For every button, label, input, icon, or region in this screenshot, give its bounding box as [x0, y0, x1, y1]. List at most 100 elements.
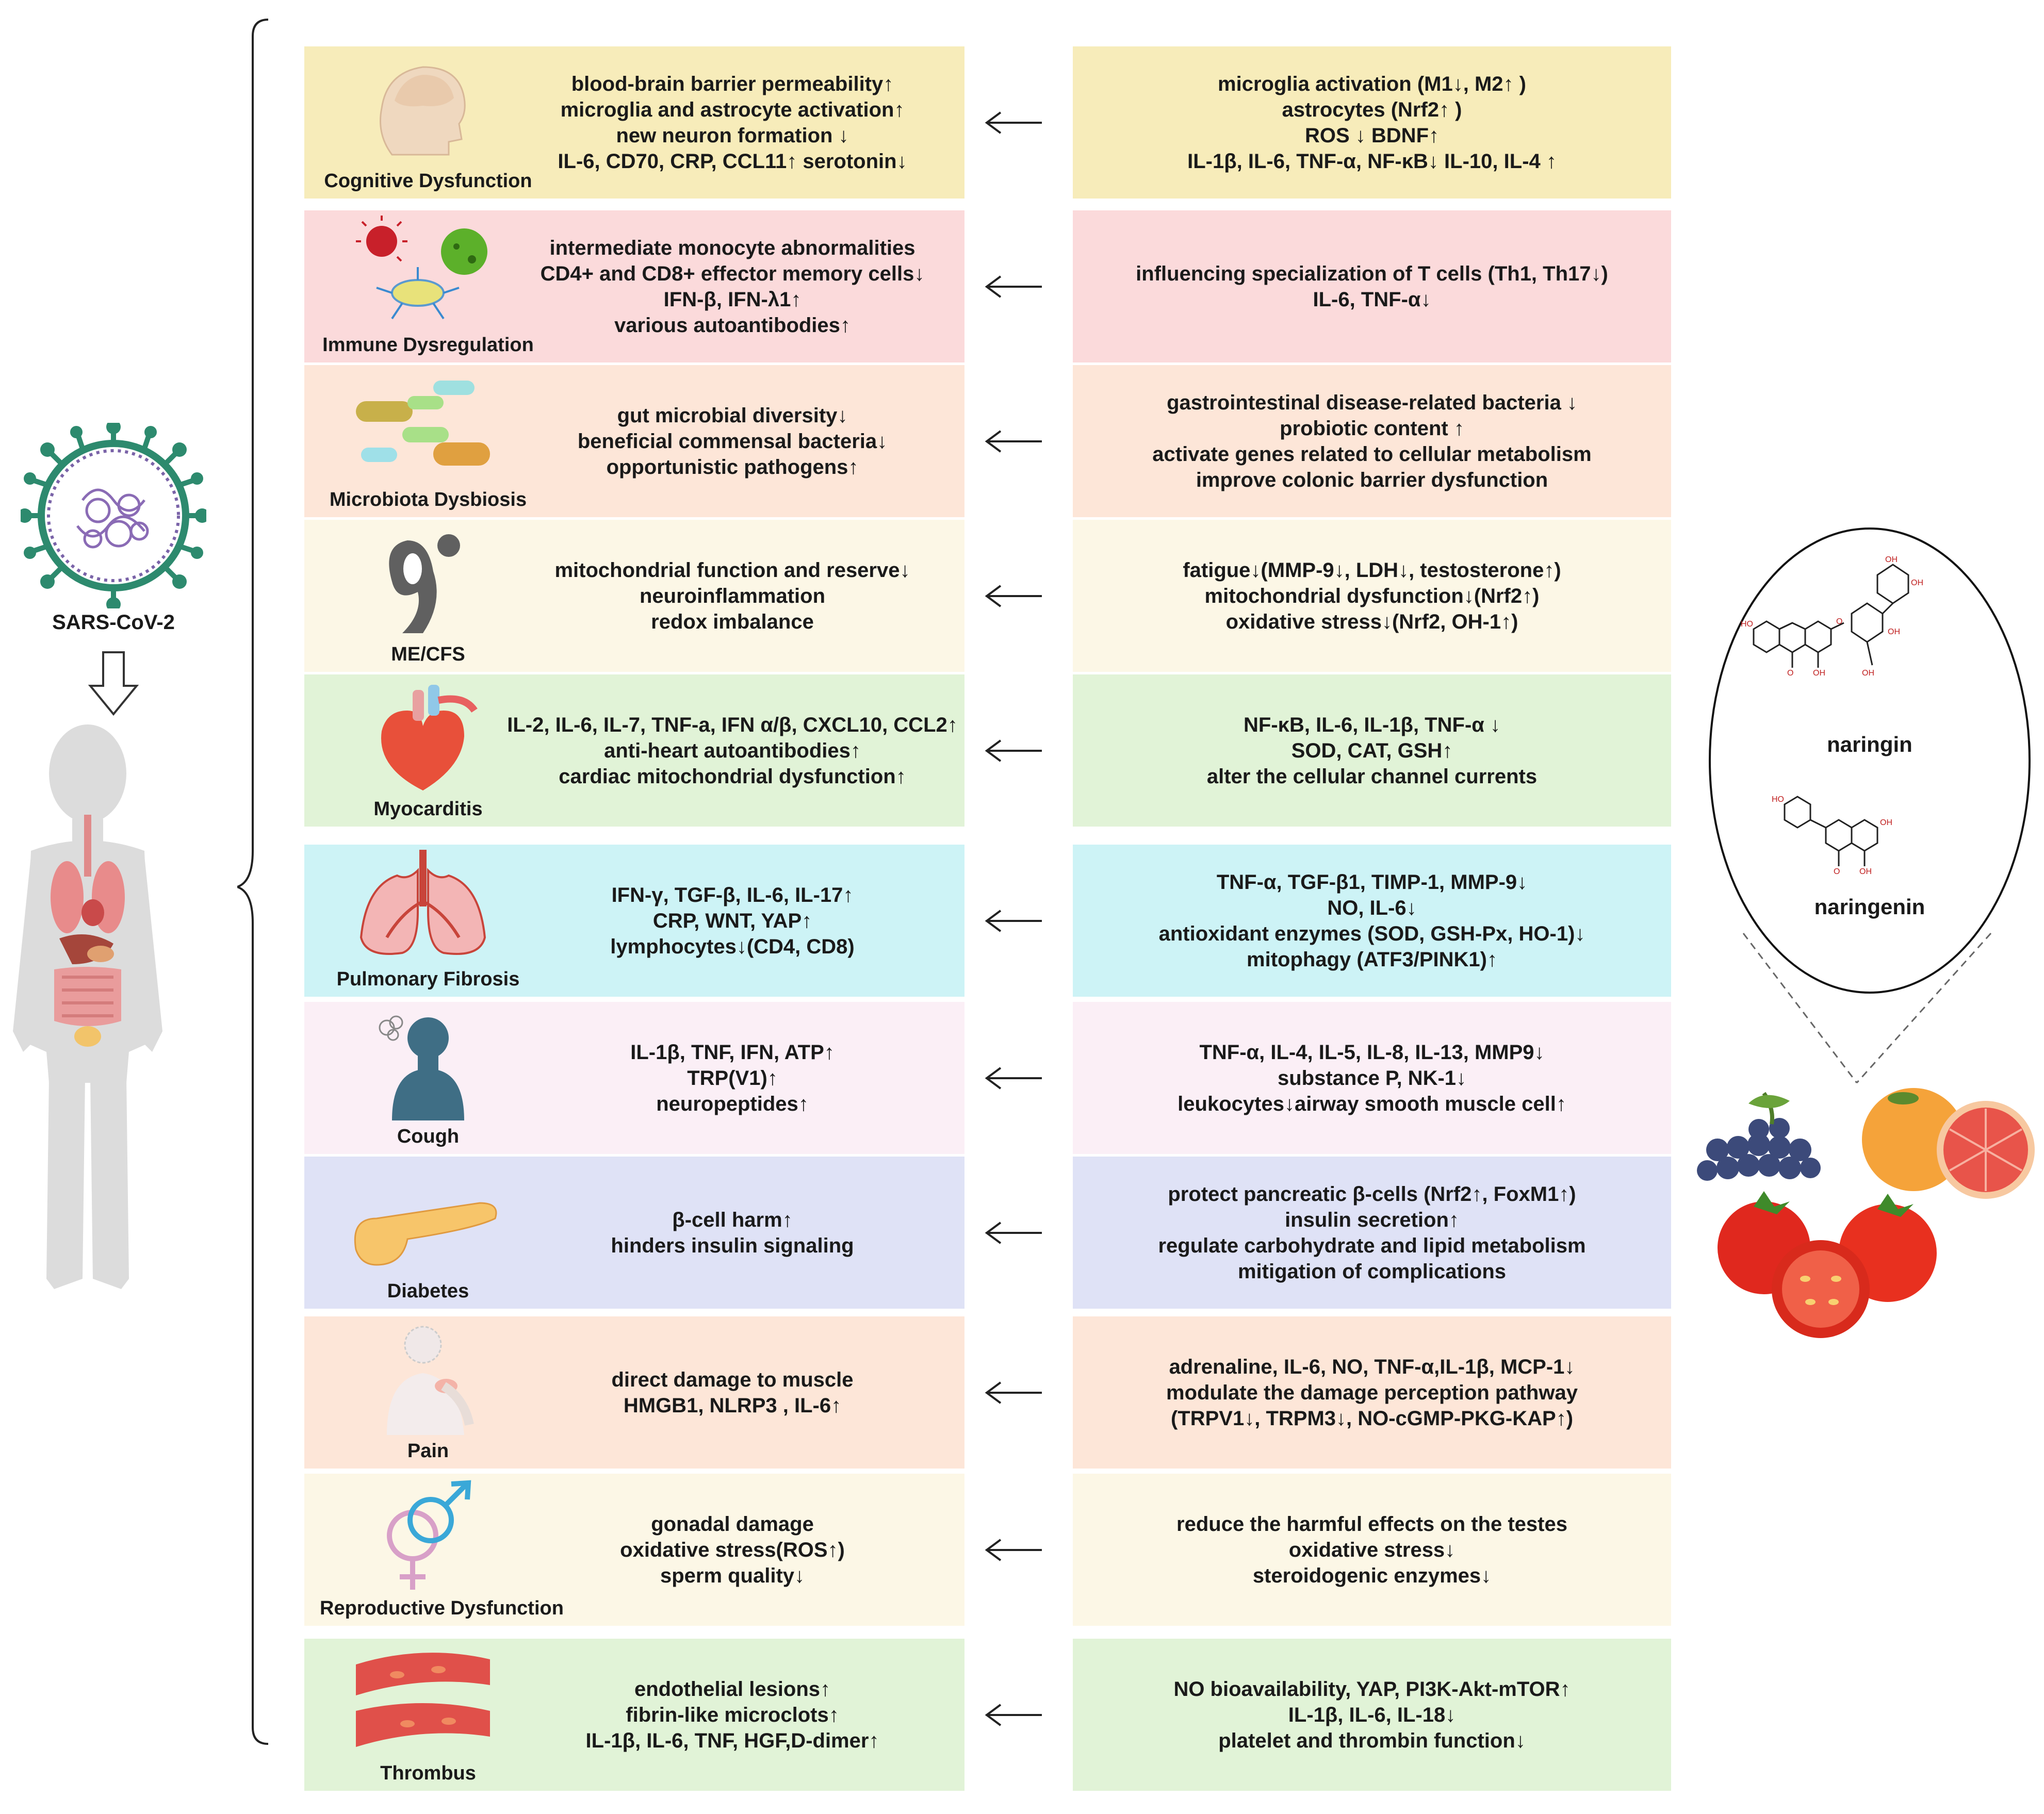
- immune-cells-icon: [304, 210, 552, 362]
- gender-symbols-icon: [387, 1480, 471, 1590]
- effect-line: IL-1β, IL-6, TNF, HGF,D-dimer↑: [585, 1729, 879, 1752]
- effect-line: intermediate monocyte abnormalities: [549, 236, 915, 259]
- bacteria-icon: [356, 381, 490, 466]
- left-arrow-icon: [985, 1066, 1042, 1090]
- effect-line: IL-2, IL-6, IL-7, TNF-a, IFN α/β, CXCL10…: [507, 713, 958, 736]
- molecules-panel: HO O OH O OH OH OH OH HO OH O OH naringi…: [1707, 526, 2032, 995]
- treatment-line: steroidogenic enzymes↓: [1252, 1564, 1492, 1587]
- naringin-effect-box: TNF-α, TGF-β1, TIMP-1, MMP-9↓NO, IL-6↓an…: [1073, 845, 1671, 997]
- effect-line: fibrin-like microclots↑: [626, 1703, 839, 1726]
- effect-line: beneficial commensal bacteria↓: [577, 430, 888, 453]
- lungs-icon: [359, 850, 486, 955]
- effect-line: CRP, WNT, YAP↑: [652, 909, 812, 932]
- naringin-effects-text: TNF-α, TGF-β1, TIMP-1, MMP-9↓NO, IL-6↓an…: [1073, 845, 1671, 997]
- treatment-line: gastrointestinal disease-related bacteri…: [1167, 391, 1577, 414]
- category-label: Diabetes: [387, 1280, 469, 1302]
- treatment-line: mitophagy (ATF3/PINK1)↑: [1247, 948, 1497, 971]
- naringin-effect-box: protect pancreatic β-cells (Nrf2↑, FoxM1…: [1073, 1157, 1671, 1309]
- naringin-effects-text: protect pancreatic β-cells (Nrf2↑, FoxM1…: [1073, 1157, 1671, 1309]
- naringin-effects-text: microglia activation (M1↓, M2↑ )astrocyt…: [1073, 46, 1671, 199]
- lungs-icon: [304, 845, 552, 997]
- left-arrow-icon: [985, 275, 1042, 298]
- treatment-line: adrenaline, IL-6, NO, TNF-α,IL-1β, MCP-1…: [1169, 1355, 1575, 1378]
- treatment-line: NF-κB, IL-6, IL-1β, TNF-α ↓: [1244, 713, 1500, 736]
- svg-text:OH: OH: [1813, 669, 1825, 678]
- covid-effects-text: IL-2, IL-6, IL-7, TNF-a, IFN α/β, CXCL10…: [500, 674, 964, 827]
- naringin-effects-text: NF-κB, IL-6, IL-1β, TNF-α ↓SOD, CAT, GSH…: [1073, 674, 1671, 827]
- treatment-line: reduce the harmful effects on the testes: [1176, 1512, 1567, 1536]
- naringin-effect-box: influencing specialization of T cells (T…: [1073, 210, 1671, 362]
- heart-icon: [304, 674, 552, 827]
- naringin-effect-box: microglia activation (M1↓, M2↑ )astrocyt…: [1073, 46, 1671, 199]
- treatment-line: oxidative stress↓: [1288, 1538, 1456, 1561]
- category-label: Reproductive Dysfunction: [320, 1597, 564, 1619]
- category-label: ME/CFS: [391, 644, 465, 665]
- svg-text:OH: OH: [1885, 555, 1898, 564]
- naringin-effect-box: gastrointestinal disease-related bacteri…: [1073, 365, 1671, 517]
- effect-line: sperm quality↓: [660, 1564, 805, 1587]
- dashed-connector: [1742, 932, 1992, 1084]
- svg-text:HO: HO: [1741, 620, 1753, 629]
- naringin-effect-box: fatigue↓(MMP-9↓, LDH↓, testosterone↑)mit…: [1073, 520, 1671, 672]
- effect-line: CD4+ and CD8+ effector memory cells↓: [540, 262, 925, 285]
- effect-line: cardiac mitochondrial dysfunction↑: [559, 765, 906, 788]
- grapefruit-icon: [1862, 1088, 2035, 1199]
- naringin-structure: [1753, 564, 1909, 668]
- effect-line: microglia and astrocyte activation↑: [560, 98, 905, 121]
- svg-text:O: O: [1787, 669, 1793, 678]
- treatment-line: IL-1β, IL-6, TNF-α, NF-κB↓ IL-10, IL-4 ↑: [1187, 150, 1557, 173]
- category-label: Cough: [397, 1126, 460, 1147]
- fruits-icon: [1697, 1088, 2035, 1338]
- left-arrow-icon: [985, 1381, 1042, 1404]
- effect-line: opportunistic pathogens↑: [606, 455, 859, 479]
- effect-line: TRP(V1)↑: [687, 1066, 778, 1090]
- left-arrow-icon: [985, 111, 1042, 134]
- effect-line: gonadal damage: [651, 1512, 814, 1536]
- pancreas-icon: [354, 1202, 497, 1266]
- treatment-line: improve colonic barrier dysfunction: [1196, 468, 1548, 491]
- treatment-line: IL-6, TNF-α↓: [1313, 288, 1431, 311]
- treatment-line: TNF-α, IL-4, IL-5, IL-8, IL-13, MMP9↓: [1199, 1041, 1545, 1064]
- effect-line: neuropeptides↑: [656, 1092, 809, 1115]
- naringin-effects-text: fatigue↓(MMP-9↓, LDH↓, testosterone↑)mit…: [1073, 520, 1671, 672]
- treatment-line: leukocytes↓airway smooth muscle cell↑: [1178, 1092, 1566, 1115]
- naringenin-atoms: HO OH O OH: [1772, 795, 1892, 876]
- svg-text:OH: OH: [1880, 818, 1892, 827]
- left-arrow-icon: [985, 584, 1042, 607]
- effect-line: oxidative stress(ROS↑): [620, 1538, 845, 1561]
- effect-line: IL-6, CD70, CRP, CCL11↑ serotonin↓: [558, 150, 907, 173]
- treatment-line: ROS ↓ BDNF↑: [1305, 124, 1439, 147]
- bacteria-icon: [304, 365, 552, 517]
- svg-text:O: O: [1836, 617, 1842, 626]
- category-label: Pain: [407, 1440, 449, 1462]
- effect-line: IFN-γ, TGF-β, IL-6, IL-17↑: [611, 883, 854, 906]
- symptom-box: Cough IL-1β, TNF, IFN, ATP↑TRP(V1)↑neurop…: [304, 1002, 964, 1154]
- left-panel: SARS-CoV-2: [0, 0, 242, 1814]
- treatment-line: activate genes related to cellular metab…: [1152, 442, 1592, 466]
- treatment-line: substance P, NK-1↓: [1277, 1066, 1467, 1090]
- effect-line: new neuron formation ↓: [616, 124, 849, 147]
- treatment-line: influencing specialization of T cells (T…: [1136, 262, 1608, 285]
- svg-text:HO: HO: [1772, 795, 1784, 804]
- molecule-ellipse: HO O OH O OH OH OH OH HO OH O OH: [1709, 527, 2031, 994]
- category-label: Immune Dysregulation: [322, 334, 534, 356]
- covid-effects-text: blood-brain barrier permeability↑microgl…: [500, 46, 964, 199]
- treatment-line: insulin secretion↑: [1285, 1208, 1459, 1231]
- left-arrow-icon: [985, 430, 1042, 453]
- treatment-line: probiotic content ↑: [1280, 417, 1464, 440]
- covid-effects-text: IFN-γ, TGF-β, IL-6, IL-17↑ CRP, WNT, YAP↑…: [500, 845, 964, 997]
- covid-effects-text: IL-1β, TNF, IFN, ATP↑TRP(V1)↑neuropeptid…: [500, 1002, 964, 1154]
- child-body-icon: [13, 724, 162, 1289]
